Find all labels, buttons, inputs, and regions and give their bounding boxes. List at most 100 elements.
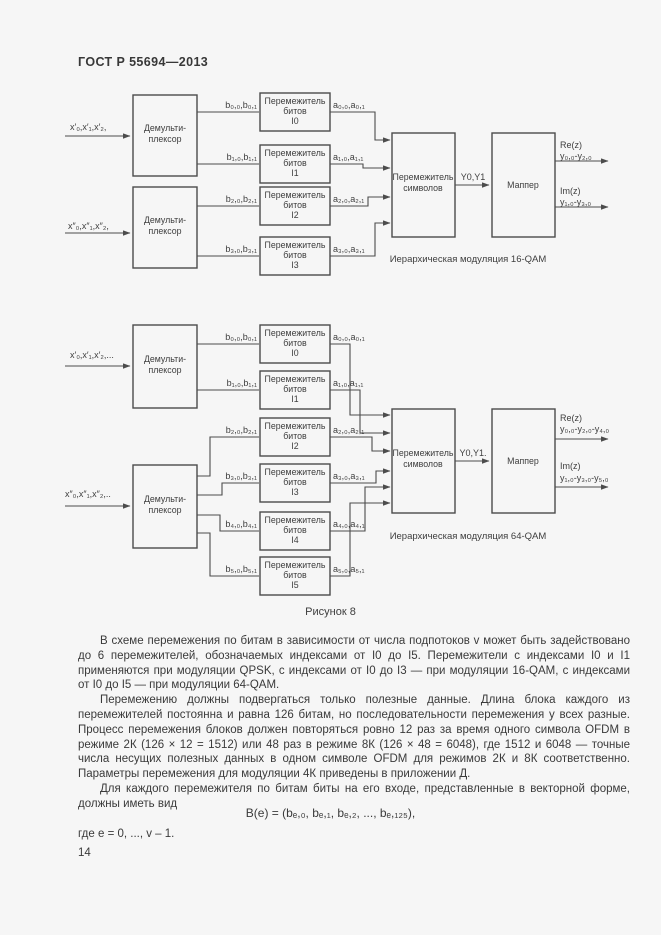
wire xyxy=(330,111,391,143)
svg-text:I0: I0 xyxy=(291,348,298,358)
b-label: b₀,₀,b₀,₁ xyxy=(225,100,257,110)
svg-text:Перемежитель: Перемежитель xyxy=(265,96,326,106)
input-label-high: x′₀,x′₁,x′₂,... xyxy=(70,350,114,360)
svg-text:I1: I1 xyxy=(291,394,298,404)
svg-text:Перемежитель: Перемежитель xyxy=(265,240,326,250)
re-y-label: y₀,₀-y₂,₀-y₄,₀ xyxy=(560,424,609,434)
diagram-caption-64qam: Иерархическая модуляция 64-QAM xyxy=(390,531,547,542)
svg-text:Перемежитель: Перемежитель xyxy=(265,467,326,477)
b-label: b₅,₀,b₅,₁ xyxy=(225,564,257,574)
svg-text:плексор: плексор xyxy=(148,365,181,375)
input-label-low: x″₀,x″₁,x″₂,.. xyxy=(65,489,111,499)
im-label: Im(z) xyxy=(560,186,581,196)
svg-text:Перемежитель: Перемежитель xyxy=(393,448,454,458)
svg-text:символов: символов xyxy=(403,459,443,469)
b-label: b₃,₀,b₃,₁ xyxy=(225,244,257,254)
document-header: ГОСТ Р 55694—2013 xyxy=(78,55,209,69)
wire xyxy=(330,194,391,207)
svg-text:плексор: плексор xyxy=(148,134,181,144)
paragraph-3: Для каждого перемежителя по битам биты н… xyxy=(78,782,630,810)
a-label: a₀,₀,a₀,₁ xyxy=(333,100,365,110)
svg-text:битов: битов xyxy=(283,384,307,394)
im-y-label: y₁,₀-y₃,₀ xyxy=(560,197,591,207)
a-label: a₅,₀,a₅,₁ xyxy=(333,564,365,574)
paragraph-2: Перемежению должны подвергаться только п… xyxy=(78,694,630,781)
svg-text:Перемежитель: Перемежитель xyxy=(265,148,326,158)
svg-text:I3: I3 xyxy=(291,260,298,270)
figure-caption: Рисунок 8 xyxy=(305,606,356,618)
demux1-box xyxy=(132,324,198,409)
b-label: b₂,₀,b₂,₁ xyxy=(226,194,257,204)
where-clause: где е = 0, ..., v – 1. xyxy=(78,828,175,840)
a-label: a₂,₀,a₂,₁ xyxy=(333,194,364,204)
wire xyxy=(197,482,259,496)
svg-text:Перемежитель: Перемежитель xyxy=(265,190,326,200)
mapper-box xyxy=(491,132,556,238)
wire xyxy=(330,436,391,454)
a-label: a₃,₀,a₃,₁ xyxy=(333,471,365,481)
demux2-label: Демульти- xyxy=(144,215,186,225)
a-label: a₄,₀,a₄,₁ xyxy=(333,519,365,529)
demux1-box xyxy=(132,94,198,177)
svg-text:I1: I1 xyxy=(291,168,298,178)
b-label: b₀,₀,b₀,₁ xyxy=(225,332,257,342)
svg-text:битов: битов xyxy=(283,200,307,210)
wire xyxy=(197,532,259,577)
svg-text:Перемежитель: Перемежитель xyxy=(265,515,326,525)
wire xyxy=(330,389,391,436)
demux1-label: Демульти- xyxy=(144,123,186,133)
svg-text:Перемежитель: Перемежитель xyxy=(265,560,326,570)
diagram-caption-16qam: Иерархическая модуляция 16-QAM xyxy=(390,254,547,265)
wire xyxy=(330,500,391,577)
svg-text:Маппер: Маппер xyxy=(507,180,539,190)
paragraph-1: В схеме перемежения по битам в зависимос… xyxy=(78,635,630,692)
b-label: b₃,₀,b₃,₁ xyxy=(225,471,257,481)
body-text: В схеме перемежения по битам в зависимос… xyxy=(78,634,630,812)
svg-text:Перемежитель: Перемежитель xyxy=(265,421,326,431)
svg-text:битов: битов xyxy=(283,570,307,580)
svg-text:битов: битов xyxy=(283,525,307,535)
wire xyxy=(330,220,391,257)
wire xyxy=(197,514,259,532)
a-label: a₂,₀,a₂,₁ xyxy=(333,425,364,435)
mapper-box xyxy=(491,408,556,514)
input-label-high: x′₀,x′₁,x′₂, xyxy=(70,122,106,132)
wire xyxy=(330,163,391,171)
svg-text:I0: I0 xyxy=(291,116,298,126)
svg-text:битов: битов xyxy=(283,477,307,487)
a-label: a₁,₀,a₁,₁ xyxy=(333,152,363,162)
svg-text:Перемежитель: Перемежитель xyxy=(393,172,454,182)
svg-text:битов: битов xyxy=(283,158,307,168)
demux2-box xyxy=(132,186,198,269)
svg-text:I5: I5 xyxy=(291,580,298,590)
svg-text:Перемежитель: Перемежитель xyxy=(265,328,326,338)
im-y-label: y₁,₀-y₃,₀-y₅,₀ xyxy=(560,473,609,483)
re-label: Re(z) xyxy=(560,413,582,423)
svg-text:Маппер: Маппер xyxy=(507,456,539,466)
svg-text:битов: битов xyxy=(283,338,307,348)
svg-text:символов: символов xyxy=(403,183,443,193)
svg-text:плексор: плексор xyxy=(148,505,181,515)
svg-text:I4: I4 xyxy=(291,535,298,545)
a-label: a₀,₀,a₀,₁ xyxy=(333,332,365,342)
wire xyxy=(330,468,391,484)
svg-text:битов: битов xyxy=(283,431,307,441)
b-label: b₄,₀,b₄,₁ xyxy=(225,519,257,529)
y01-label: Y0,Y1. xyxy=(459,448,486,458)
a-label: a₃,₀,a₃,₁ xyxy=(333,244,365,254)
b-label: b₂,₀,b₂,₁ xyxy=(226,425,257,435)
svg-text:битов: битов xyxy=(283,106,307,116)
input-label-low: x″₀,x″₁,x″₂, xyxy=(68,221,109,231)
b-label: b₁,₀,b₁,₁ xyxy=(227,378,257,388)
demux1-label: Демульти- xyxy=(144,354,186,364)
svg-text:I2: I2 xyxy=(291,210,298,220)
formula: B(e) = (bₑ,₀, bₑ,₁, bₑ,₂, ..., bₑ,₁₂₅), xyxy=(245,806,416,820)
wire xyxy=(330,343,391,418)
b-label: b₁,₀,b₁,₁ xyxy=(227,152,257,162)
re-y-label: y₀,₀-y₂,₀ xyxy=(560,151,592,161)
svg-text:Перемежитель: Перемежитель xyxy=(265,374,326,384)
svg-text:I3: I3 xyxy=(291,487,298,497)
diagram-64qam: x′₀,x′₁,x′₂,... x″₀,x″₁,x″₂,.. Демульти-… xyxy=(60,315,660,605)
im-label: Im(z) xyxy=(560,461,581,471)
svg-text:плексор: плексор xyxy=(148,226,181,236)
